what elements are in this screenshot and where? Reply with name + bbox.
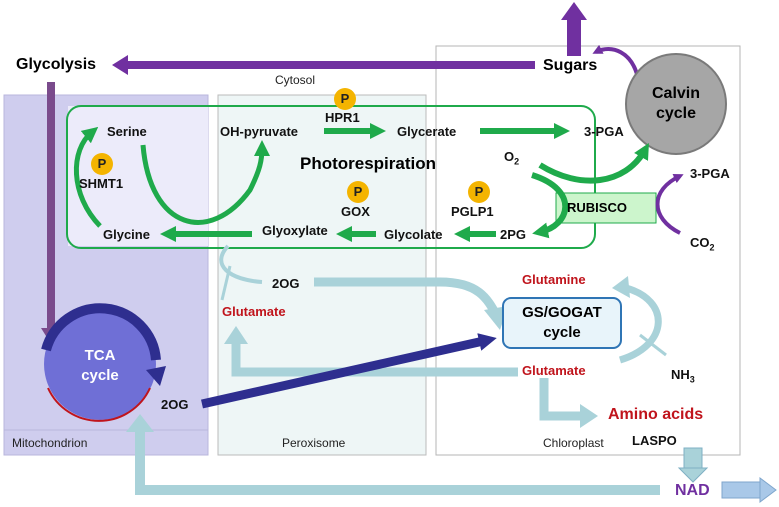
tca-cycle-arrow-head	[146, 366, 166, 386]
pglp1-label: PGLP1	[451, 204, 494, 219]
glutamate-return-head	[224, 326, 248, 344]
glutamate-peroxisome-label: Glutamate	[222, 304, 286, 319]
chloroplast-label: Chloroplast	[543, 436, 604, 450]
aminoacids-arrow-head	[580, 404, 598, 428]
pglp1-phospho-icon: P	[468, 181, 490, 203]
2og-peroxisome-label: 2OG	[272, 276, 300, 291]
glycine-label: Glycine	[103, 227, 150, 242]
glutamine-label: Glutamine	[522, 272, 586, 287]
laspo-down-arrow-shaft	[683, 447, 703, 471]
nad-label: NAD	[675, 482, 710, 499]
amino-acids-label: Amino acids	[608, 406, 704, 423]
sugars-up-arrow-shaft	[567, 18, 581, 56]
photorespiration-label: Photorespiration	[300, 154, 437, 173]
oh-pyruvate-label: OH-pyruvate	[220, 124, 299, 139]
tca-cycle-red-arc	[47, 387, 151, 422]
glycolysis-label: Glycolysis	[16, 56, 97, 73]
rubisco-box	[555, 192, 657, 224]
calvin-to-sugars-curve	[592, 44, 640, 79]
o2-to-2pg-arrow	[531, 172, 569, 239]
glyoxylate-label: Glyoxylate	[262, 223, 328, 238]
nad-out-arrow-shaft	[721, 481, 763, 499]
o2-subscript: 2	[514, 156, 520, 167]
glutamate-to-glutamine-curve	[618, 284, 662, 364]
glycolysis-tca-arrow-shaft	[47, 82, 55, 332]
calvin-cycle-label: Calvin cycle	[651, 85, 700, 122]
hpr1-label: HPR1	[325, 110, 360, 125]
glutamate-to-aminoacids-arrow	[539, 378, 580, 421]
nad-out-arrow-head	[759, 477, 777, 503]
mito-2og-to-gsgogat-arrow	[201, 333, 497, 409]
peroxisome-compartment	[217, 94, 427, 456]
nad-to-tca-head	[126, 414, 154, 432]
laspo-label: LASPO	[632, 433, 677, 448]
nh3-subscript: 3	[689, 374, 695, 385]
co2-subscript: 2	[709, 242, 715, 253]
o2-label: O2	[504, 150, 519, 167]
o2-to-calvin-arrow	[538, 143, 649, 184]
2pg-label: 2PG	[500, 227, 527, 242]
photorespiration-box	[66, 105, 596, 249]
calvin-cycle-circle	[625, 53, 727, 155]
glycolate-label: Glycolate	[384, 227, 443, 242]
gox-label: GOX	[341, 204, 370, 219]
shmt1-label: SHMT1	[79, 176, 124, 191]
glycine-to-serine-arrow	[73, 126, 102, 228]
gsgogat-label: GS/GOGAT cycle	[522, 304, 602, 341]
cytosol-label: Cytosol	[275, 73, 316, 87]
peroxisome-label: Peroxisome	[282, 436, 346, 450]
co2-text: CO	[690, 235, 710, 250]
glycerate-label: Glycerate	[397, 124, 457, 139]
tca-cycle-label: TCA cycle	[81, 347, 119, 384]
gsgogat-box	[502, 297, 622, 349]
sugars-glycolysis-arrow-head	[112, 55, 128, 75]
nh3-label: NH3	[671, 368, 695, 385]
glutamine-arrow-head	[612, 276, 630, 298]
tca-cycle-circle	[44, 308, 156, 420]
serine-to-ohpyruvate-arrow	[140, 140, 270, 225]
sugars-up-arrow-head	[561, 2, 587, 20]
tca-cycle-outer-ring	[41, 303, 161, 361]
nad-to-tca-arrow	[135, 428, 660, 495]
sugars-glycolysis-arrow-shaft	[125, 61, 535, 69]
serine-label: Serine	[107, 124, 147, 139]
o2-text: O	[504, 149, 515, 164]
gox-phospho-icon: P	[347, 181, 369, 203]
glutamate-chloroplast-label: Glutamate	[522, 363, 586, 378]
rubisco-label: RUBISCO	[567, 200, 627, 215]
laspo-down-arrow-head	[677, 467, 709, 483]
nh3-text: NH	[671, 367, 690, 382]
3pga-right-label: 3-PGA	[690, 166, 730, 181]
glutamate-perox-branch	[220, 265, 232, 301]
nh3-to-cycle-line	[639, 333, 667, 357]
mitochondrion-label: Mitochondrion	[12, 436, 88, 450]
co2-rubisco-curve	[655, 174, 684, 235]
mito-label-box	[3, 429, 209, 456]
co2-label: CO2	[690, 236, 715, 253]
sugars-label: Sugars	[543, 57, 598, 74]
hpr1-phospho-icon: P	[334, 88, 356, 110]
glutamate-return-arrow	[231, 340, 518, 377]
shmt1-phospho-icon: P	[91, 153, 113, 175]
3pga-top-label: 3-PGA	[584, 124, 624, 139]
2og-mito-label: 2OG	[161, 397, 189, 412]
glyoxylate-2og-curve	[219, 244, 263, 284]
